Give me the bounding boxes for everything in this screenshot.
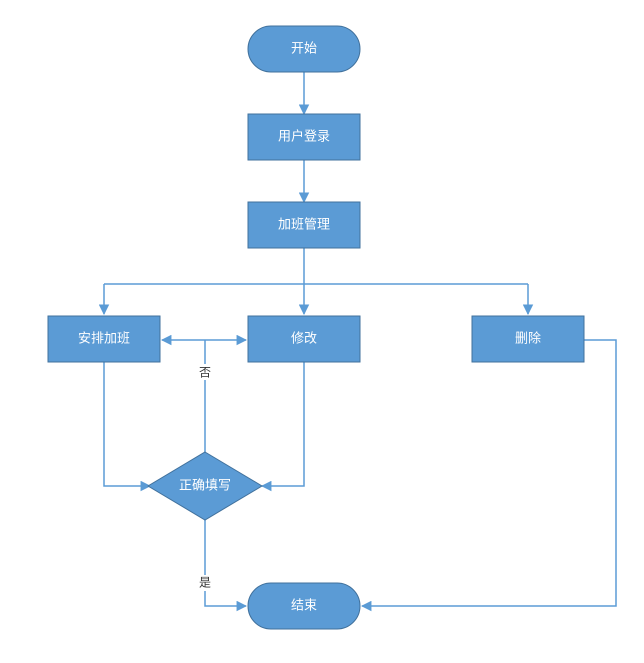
- edge-schedule-to-validate: [103, 362, 152, 492]
- node-schedule-overtime-label: 安排加班: [78, 332, 130, 347]
- node-delete: 删除: [471, 315, 585, 363]
- node-modify-label: 修改: [291, 332, 317, 347]
- edge-label-background-no: [196, 364, 214, 380]
- node-end-label: 结束: [291, 599, 317, 614]
- node-start-label: 开始: [291, 42, 317, 57]
- node-schedule-overtime: 安排加班: [47, 315, 161, 363]
- edge-validate-yes-to-end: [204, 520, 248, 612]
- node-validate: 正确填写: [147, 451, 263, 521]
- node-overtime-manage-label: 加班管理: [278, 218, 330, 233]
- edge-modify-to-validate: [260, 362, 305, 492]
- node-overtime-manage: 加班管理: [247, 201, 361, 249]
- node-end: 结束: [247, 582, 361, 630]
- edge-delete-to-end: [360, 339, 617, 612]
- node-login: 用户登录: [247, 113, 361, 161]
- node-login-label: 用户登录: [278, 129, 330, 145]
- node-validate-label: 正确填写: [179, 479, 231, 494]
- edge-label-yes: 是: [199, 576, 211, 590]
- node-modify: 修改: [247, 315, 361, 363]
- node-start: 开始: [247, 25, 361, 73]
- edge-label-background-yes: [196, 575, 214, 591]
- node-delete-label: 删除: [515, 332, 541, 347]
- edge-label-no: 否: [199, 366, 211, 380]
